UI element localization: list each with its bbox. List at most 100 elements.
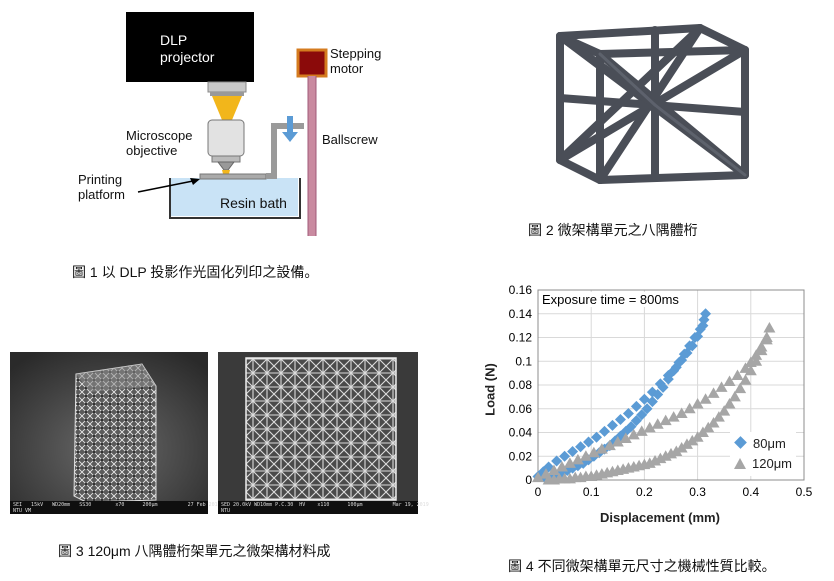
figure-2 — [530, 10, 760, 190]
y-tick-label: 0.14 — [509, 307, 533, 321]
data-point-120um — [563, 457, 576, 468]
data-point-120um — [731, 369, 744, 380]
sem-lattice-tower — [10, 352, 208, 514]
sem-left-info-bar: SEI 15kV WD20mm SS30 x70 200μm 27 Feb 20… — [10, 501, 221, 514]
data-point-120um — [603, 439, 616, 451]
y-tick-label: 0.1 — [515, 354, 532, 368]
data-point-80um — [575, 441, 587, 453]
printing-platform — [199, 173, 267, 180]
x-axis-label: Displacement (mm) — [600, 510, 720, 525]
data-point-120um — [532, 471, 544, 483]
chart-title: Exposure time = 800ms — [542, 292, 679, 307]
x-tick-label: 0 — [535, 485, 542, 499]
objective-body — [207, 119, 245, 157]
data-point-120um — [579, 450, 592, 461]
data-point-80um — [537, 466, 549, 478]
sem-lattice-face — [218, 352, 418, 514]
projector-label: DLP projector — [160, 32, 215, 65]
data-point-120um — [734, 382, 747, 394]
y-tick-label: 0.08 — [509, 378, 533, 392]
data-point-120um — [651, 418, 664, 429]
bath-label: Resin bath — [220, 195, 287, 211]
motor-label: Stepping motor — [330, 46, 382, 76]
legend-label-80um: 80μm — [753, 436, 786, 451]
data-point-120um — [635, 425, 648, 436]
figure-1-caption: 圖 1 以 DLP 投影作光固化列印之設備。 — [72, 264, 319, 280]
diamond-marker-icon — [734, 436, 747, 449]
figure-2-caption: 圖 2 微架構單元之八隅體桁 — [528, 222, 698, 238]
objective-label: Microscope objective — [126, 128, 193, 158]
resin-bath — [170, 178, 298, 216]
figure-1: DLP projector Stepping motor Microscope … — [60, 8, 420, 258]
data-point-120um — [723, 375, 736, 386]
data-point-80um — [551, 455, 563, 467]
y-tick-label: 0.16 — [509, 283, 533, 297]
data-point-120um — [699, 393, 712, 404]
data-point-120um — [555, 460, 568, 472]
y-axis-label: Load (N) — [482, 363, 498, 416]
data-point-80um — [652, 389, 664, 400]
data-point-120um — [728, 390, 741, 402]
platform-label: Printing platform — [78, 172, 125, 202]
x-tick-label: 0.4 — [742, 485, 759, 499]
data-point-80um — [698, 314, 710, 326]
data-point-120um — [763, 322, 776, 333]
data-point-120um — [691, 398, 704, 409]
data-point-120um — [627, 428, 640, 440]
data-point-120um — [683, 402, 696, 414]
data-point-80um — [694, 323, 706, 335]
data-point-80um — [636, 409, 648, 421]
data-point-120um — [619, 432, 632, 443]
data-point-80um — [630, 415, 642, 427]
data-point-120um — [667, 411, 680, 422]
data-point-80um — [689, 332, 701, 343]
projector-lens — [207, 81, 247, 93]
data-point-120um — [611, 436, 624, 447]
data-point-120um — [659, 414, 672, 426]
data-point-120um — [723, 398, 736, 409]
plot-frame — [537, 289, 805, 481]
data-point-80um — [559, 450, 571, 462]
data-point-120um — [587, 446, 600, 458]
data-point-80um — [567, 446, 579, 457]
x-tick-label: 0.5 — [796, 485, 813, 499]
data-point-120um — [707, 387, 720, 398]
x-tick-label: 0.2 — [636, 485, 653, 499]
data-point-80um — [678, 348, 690, 360]
data-point-80um — [662, 373, 674, 385]
data-point-80um — [646, 396, 658, 408]
data-point-80um — [668, 365, 680, 377]
legend-item-120um: 120μm — [734, 454, 792, 474]
x-tick-label: 0.1 — [583, 485, 600, 499]
data-point-80um — [606, 419, 618, 431]
data-point-120um — [718, 405, 731, 416]
y-tick-label: 0 — [525, 473, 532, 487]
legend: 80μm 120μm — [730, 432, 797, 476]
legend-label-120um: 120μm — [752, 456, 793, 471]
data-point-120um — [712, 411, 725, 422]
data-point-80um — [591, 431, 603, 443]
data-point-120um — [755, 344, 768, 356]
dlp-setup-diagram — [126, 12, 328, 236]
data-point-80um — [599, 425, 610, 437]
y-tick-label: 0.02 — [509, 449, 533, 463]
data-point-120um — [542, 474, 555, 485]
data-point-120um — [696, 426, 709, 437]
data-point-120um — [595, 443, 608, 454]
y-tick-label: 0.12 — [509, 331, 533, 345]
sem-right-info-bar: SED 20.0kV WD10mm P.C.30 HV x110 100μm M… — [218, 501, 429, 514]
ballscrew-label: Ballscrew — [322, 132, 378, 147]
data-point-80um — [638, 393, 650, 405]
triangle-marker-icon — [734, 458, 746, 469]
figure-4-caption: 圖 4 不同微架構單元尺寸之機械性質比較。 — [508, 558, 776, 574]
data-point-120um — [750, 355, 763, 366]
data-point-120um — [707, 417, 720, 428]
down-arrow-icon — [282, 132, 298, 142]
data-point-80um — [673, 356, 685, 368]
data-point-80um — [684, 340, 696, 352]
y-tick-label: 0.06 — [509, 402, 533, 416]
data-point-120um — [547, 464, 560, 475]
x-tick-label: 0.3 — [689, 485, 706, 499]
